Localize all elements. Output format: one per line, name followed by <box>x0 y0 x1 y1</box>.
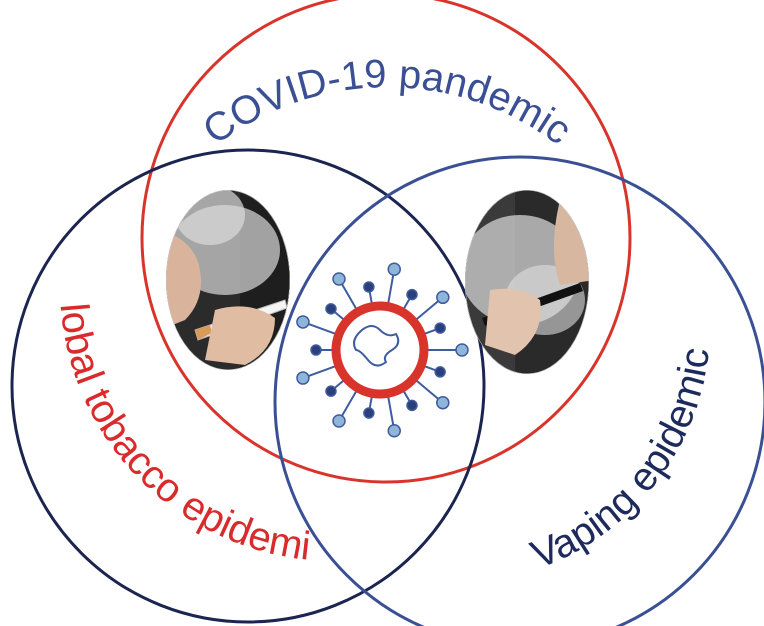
tobacco-circle <box>10 148 486 624</box>
covid-label: COVID-19 pandemic <box>195 52 579 153</box>
coronavirus-icon <box>296 262 469 438</box>
vaping-photo <box>465 190 589 374</box>
vaping-circle <box>273 155 764 626</box>
covid-circle <box>140 0 632 484</box>
vaping-label: Vaping epidemic <box>525 345 718 577</box>
cigarette-smoker-photo <box>166 190 290 370</box>
